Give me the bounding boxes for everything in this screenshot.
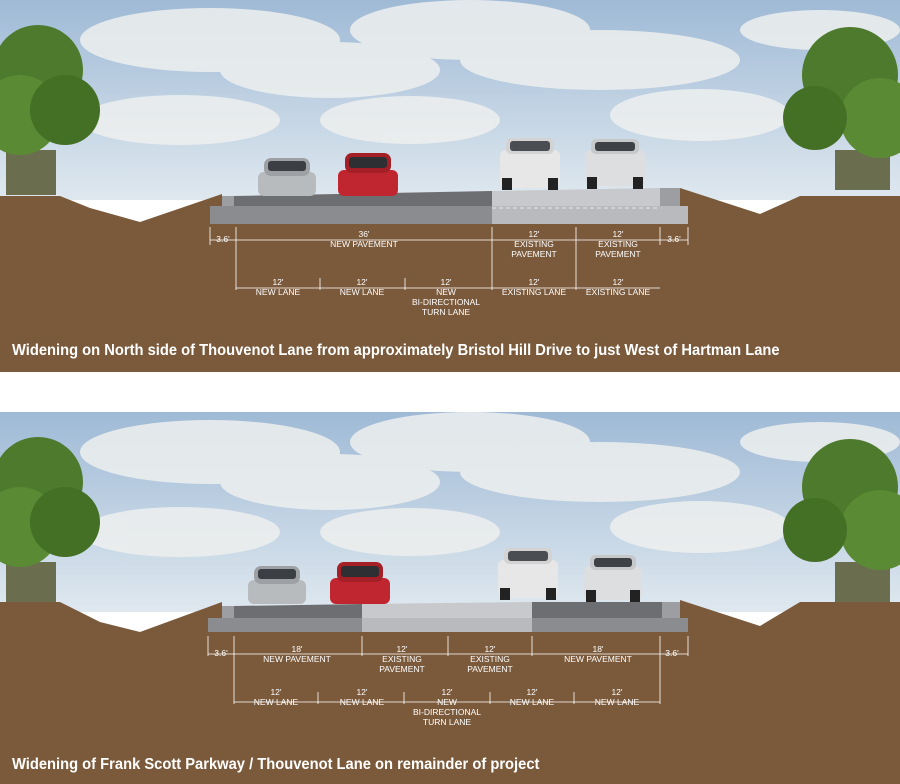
dim-shoulder-left: 3.6' bbox=[214, 648, 228, 658]
dim-shoulder-left: 3.6' bbox=[216, 234, 230, 244]
dim-lane-1: 12'NEW LANE bbox=[253, 687, 299, 707]
dim-existing-pavement-1: 12'EXISTING PAVEMENT bbox=[511, 229, 557, 259]
cross-section-panel-north-side: 3.6' 36'NEW PAVEMENT 12'EXISTING PAVEMEN… bbox=[0, 0, 900, 372]
dim-existing-pavement-2: 12'EXISTING PAVEMENT bbox=[467, 644, 513, 674]
dim-lane-4: 12'EXISTING LANE bbox=[501, 277, 567, 297]
car-red-sedan bbox=[338, 153, 398, 196]
ground-profile bbox=[0, 600, 900, 784]
dim-lane-5: 12'NEW LANE bbox=[594, 687, 640, 707]
cross-section-panel-remainder: 3.6' 18'NEW PAVEMENT 12'EXISTING PAVEMEN… bbox=[0, 412, 900, 784]
cross-section-drawing bbox=[0, 0, 900, 372]
dim-existing-pavement-2: 12'EXISTING PAVEMENT bbox=[595, 229, 641, 259]
tree-right bbox=[783, 27, 900, 190]
dim-shoulder-right: 3.6' bbox=[665, 648, 679, 658]
road-section bbox=[208, 602, 688, 632]
clouds bbox=[80, 412, 900, 557]
car-silver-suv bbox=[585, 139, 645, 189]
ground-profile bbox=[0, 188, 900, 372]
car-white-suv bbox=[500, 138, 560, 190]
panel-caption: Widening of Frank Scott Parkway / Thouve… bbox=[12, 756, 540, 773]
tree-right bbox=[783, 439, 900, 602]
dim-lane-1: 12'NEW LANE bbox=[255, 277, 301, 297]
dim-lane-5: 12'EXISTING LANE bbox=[585, 277, 651, 297]
dim-new-pavement: 36'NEW PAVEMENT bbox=[330, 229, 398, 249]
dim-existing-pavement-1: 12'EXISTING PAVEMENT bbox=[379, 644, 425, 674]
dim-lane-4: 12'NEW LANE bbox=[509, 687, 555, 707]
car-red-sedan bbox=[330, 562, 390, 604]
dim-new-pavement-left: 18'NEW PAVEMENT bbox=[263, 644, 331, 664]
dim-lane-3: 12'NEW BI-DIRECTIONAL TURN LANE bbox=[411, 277, 481, 317]
dimension-lines bbox=[207, 636, 689, 704]
dim-lane-2: 12'NEW LANE bbox=[339, 687, 385, 707]
car-silver-sedan bbox=[248, 566, 306, 604]
car-white-suv bbox=[498, 548, 558, 600]
clouds bbox=[80, 0, 900, 145]
dim-new-pavement-right: 18'NEW PAVEMENT bbox=[564, 644, 632, 664]
cross-section-drawing bbox=[0, 412, 900, 784]
dim-shoulder-right: 3.6' bbox=[667, 234, 681, 244]
dim-lane-3: 12'NEW BI-DIRECTIONAL TURN LANE bbox=[412, 687, 482, 727]
car-silver-sedan bbox=[258, 158, 316, 196]
tree-left bbox=[0, 25, 100, 195]
tree-left bbox=[0, 437, 100, 607]
panel-caption: Widening on North side of Thouvenot Lane… bbox=[12, 342, 780, 359]
car-silver-suv bbox=[584, 555, 642, 602]
dimension-lines bbox=[209, 227, 689, 290]
dim-lane-2: 12'NEW LANE bbox=[339, 277, 385, 297]
